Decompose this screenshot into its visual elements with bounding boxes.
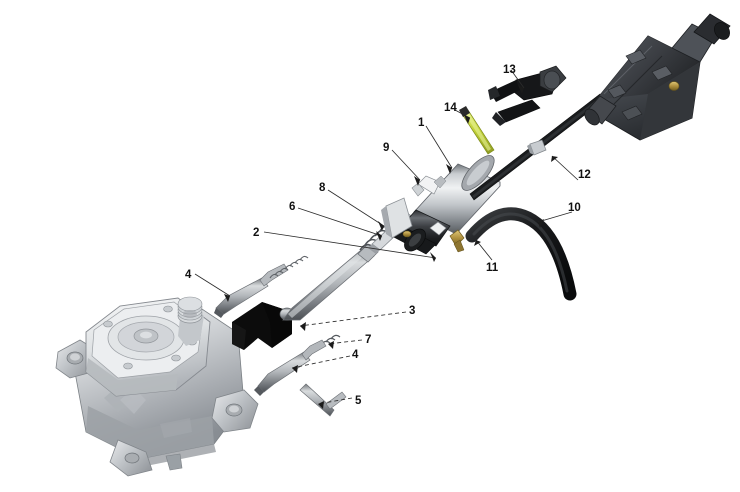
callout-8[interactable]: 8: [319, 182, 326, 194]
actuator-housing-assembly: [584, 13, 731, 141]
callout-1[interactable]: 1: [418, 117, 425, 129]
callout-12[interactable]: 12: [578, 169, 591, 181]
callout-10[interactable]: 10: [568, 202, 581, 214]
callout-3[interactable]: 3: [409, 305, 416, 317]
rod-clip: [527, 139, 547, 156]
callout-11[interactable]: 11: [486, 262, 499, 274]
callout-14[interactable]: 14: [444, 102, 457, 114]
part-13-mounting-bracket: [488, 65, 567, 126]
callout-6[interactable]: 6: [289, 201, 296, 213]
part-10-rubber-hose: [465, 207, 577, 301]
callout-2[interactable]: 2: [253, 227, 260, 239]
part-4b-pin: [254, 339, 327, 396]
callout-4a[interactable]: 4: [185, 269, 192, 281]
head-spigot: [177, 296, 204, 346]
leader-arrowheads: [224, 85, 558, 409]
leader-lines: [194, 69, 579, 297]
callout-13[interactable]: 13: [503, 64, 516, 76]
callout-5[interactable]: 5: [355, 395, 362, 407]
callout-9[interactable]: 9: [383, 142, 390, 154]
part-6-spring-upper: [269, 255, 309, 279]
cylinder-head-assembly: [55, 296, 259, 477]
part-1-slide-body: [381, 155, 501, 255]
part-2-needle-shaft: [279, 243, 379, 321]
part-9-fitting: [411, 175, 447, 197]
callout-7[interactable]: 7: [365, 334, 372, 346]
part-11-brass-jet: [449, 229, 465, 253]
part-14-yellow-rod: [459, 106, 495, 155]
part-5-cotter-pin: [299, 383, 347, 417]
callout-4b[interactable]: 4: [352, 349, 359, 361]
